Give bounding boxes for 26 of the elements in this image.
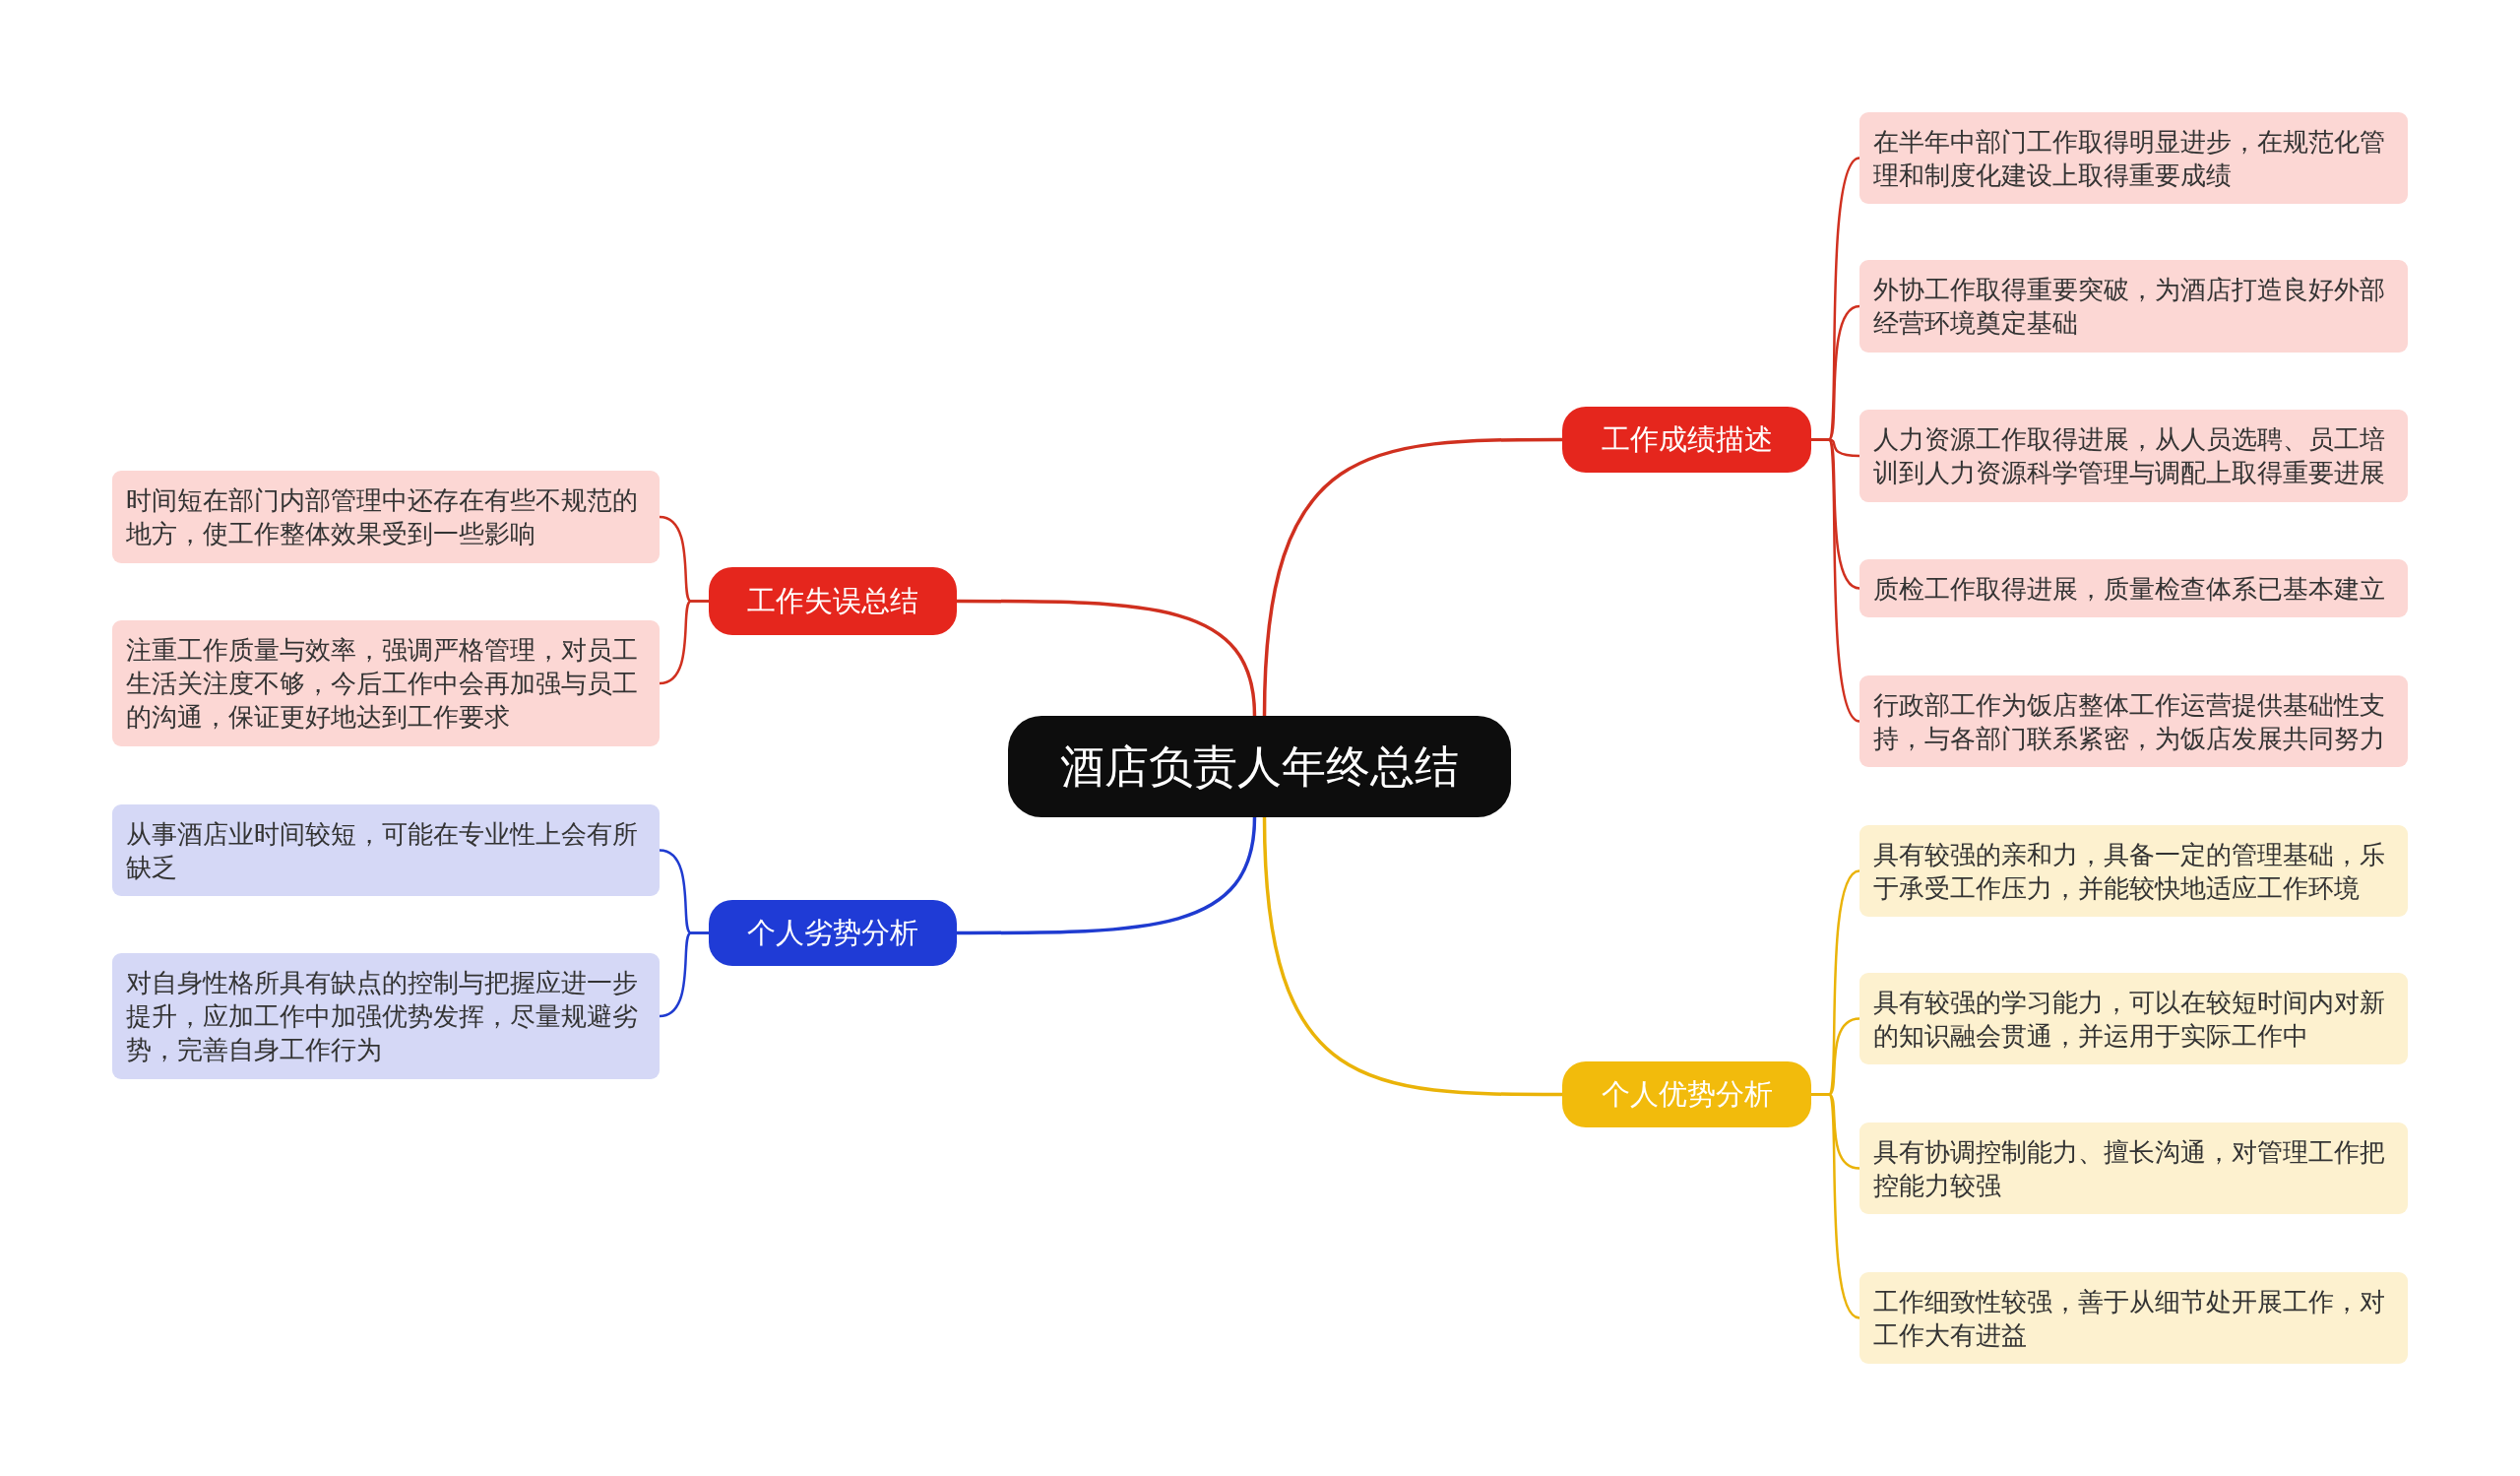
note-card: 在半年中部门工作取得明显进步，在规范化管理和制度化建设上取得重要成绩	[1859, 112, 2408, 204]
note-card: 外协工作取得重要突破，为酒店打造良好外部经营环境奠定基础	[1859, 260, 2408, 353]
note-card: 工作细致性较强，善于从细节处开展工作，对工作大有进益	[1859, 1272, 2408, 1364]
branch-topic: 工作成绩描述	[1562, 407, 1811, 473]
note-card: 具有较强的学习能力，可以在较短时间内对新的知识融会贯通，并运用于实际工作中	[1859, 973, 2408, 1064]
branch-topic: 个人劣势分析	[709, 900, 957, 966]
connector-line	[659, 600, 709, 685]
note-card: 具有较强的亲和力，具备一定的管理基础，乐于承受工作压力，并能较快地适应工作环境	[1859, 825, 2408, 917]
note-card: 从事酒店业时间较短，可能在专业性上会有所缺乏	[112, 804, 660, 896]
note-card: 具有协调控制能力、擅长沟通，对管理工作把控能力较强	[1859, 1123, 2408, 1214]
note-card: 对自身性格所具有缺点的控制与把握应进一步提升，应加工作中加强优势发挥，尽量规避劣势，完善自身工作行为	[112, 953, 660, 1079]
branch-topic: 工作失误总结	[709, 567, 957, 635]
connector-line	[1811, 438, 1860, 723]
note-card: 时间短在部门内部管理中还存在有些不规范的地方，使工作整体效果受到一些影响	[112, 471, 660, 563]
note-card: 人力资源工作取得进展，从人员选聘、员工培训到人力资源科学管理与调配上取得重要进展	[1859, 410, 2408, 502]
connector-line	[1811, 1093, 1860, 1319]
note-card: 质检工作取得进展，质量检查体系已基本建立	[1859, 559, 2408, 617]
note-card: 行政部工作为饭店整体工作运营提供基础性支持，与各部门联系紧密，为饭店发展共同努力	[1859, 675, 2408, 767]
connector-line	[659, 931, 709, 1018]
central-topic: 酒店负责人年终总结	[1008, 716, 1511, 817]
branch-topic: 个人优势分析	[1562, 1061, 1811, 1127]
connector-line	[1262, 437, 1562, 717]
connector-line	[957, 816, 1257, 935]
connector-line	[957, 599, 1257, 717]
note-card: 注重工作质量与效率，强调严格管理，对员工生活关注度不够，今后工作中会再加强与员工的沟通，保证更好地达到工作要求	[112, 620, 660, 746]
connector-line	[1262, 816, 1562, 1097]
